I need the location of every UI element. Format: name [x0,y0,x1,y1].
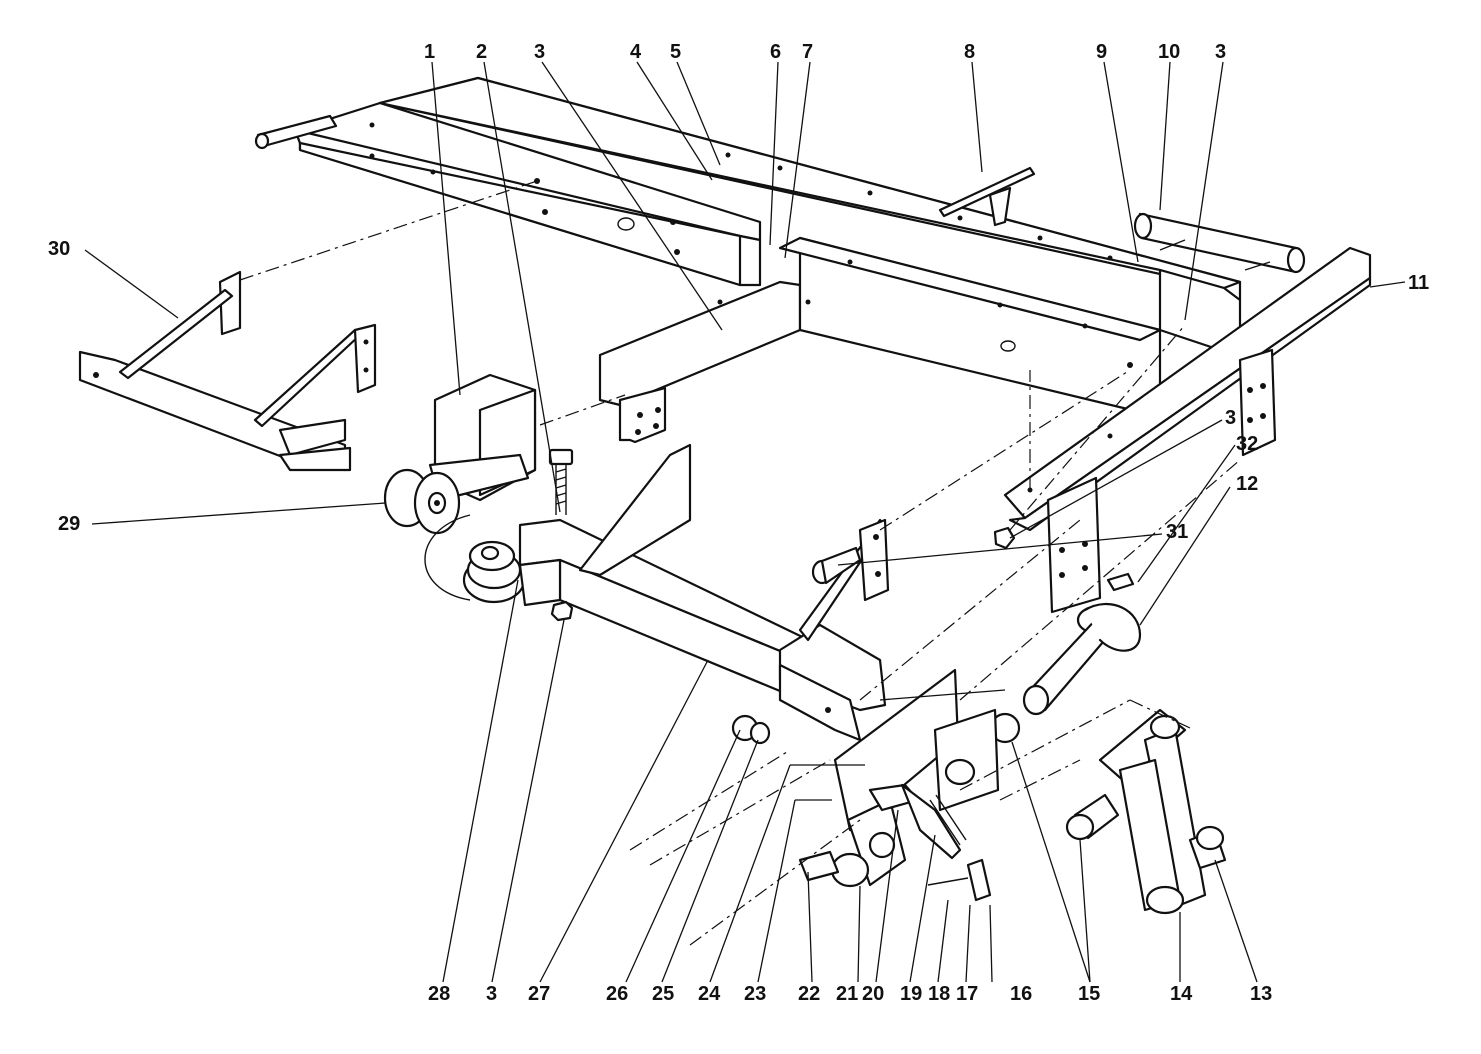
callout-9: 9 [1096,41,1107,63]
part-12-pin [1022,572,1142,716]
callout-16: 16 [1010,983,1032,1005]
callout-11: 11 [1408,272,1429,294]
callout-32: 32 [1236,433,1258,455]
callout-2: 2 [476,41,487,63]
part-11-rail [1003,246,1372,532]
callout-3: 3 [534,41,545,63]
callout-13: 13 [1250,983,1272,1005]
callout-6: 6 [770,41,781,63]
callout-21: 21 [836,983,858,1005]
callout-22: 22 [798,983,820,1005]
part-29-wheel-bracket [383,373,537,535]
assembly-dash-lines [239,179,1241,946]
callout-31: 31 [1166,521,1188,543]
part-8-bracket [938,166,1036,227]
callout-23: 23 [744,983,766,1005]
callout-3: 3 [486,983,497,1005]
callout-8: 8 [964,41,975,63]
callout-3: 3 [1215,41,1226,63]
callout-28: 28 [428,983,450,1005]
callout-10: 10 [1158,41,1180,63]
callout-1: 1 [424,41,435,63]
callout-12: 12 [1236,473,1258,495]
callout-4: 4 [630,41,642,63]
callout-15: 15 [1078,983,1100,1005]
callout-7: 7 [802,41,813,63]
callout-3: 3 [1225,407,1236,429]
callout-18: 18 [928,983,950,1005]
callout-20: 20 [862,983,884,1005]
callout-24: 24 [698,983,721,1005]
leader-lines [84,61,1406,983]
callout-14: 14 [1170,983,1193,1005]
part-31-bolt [811,526,1016,585]
part-27-lower-frame [518,443,890,742]
part-2-bolt [548,448,574,622]
part-3-roller [424,514,526,604]
part-30-bracket [78,270,377,472]
center-crossmember [598,236,1162,444]
callout-26: 26 [606,983,628,1005]
callout-19: 19 [900,983,922,1005]
callout-17: 17 [956,983,978,1005]
callout-30: 30 [48,238,70,260]
callout-27: 27 [528,983,550,1005]
callout-29: 29 [58,513,80,535]
main-frame-rail [254,76,1242,362]
part-32-plate [1046,476,1102,614]
callout-5: 5 [670,41,681,63]
part-10-tube [1133,212,1306,274]
callout-25: 25 [652,983,674,1005]
part-14-arm [989,708,1227,915]
part-23-hitch-bracket [731,668,1000,902]
callout-labels: 1 2 3 4 5 6 7 8 9 10 3 11 3 32 12 31 30 … [48,41,1429,1005]
